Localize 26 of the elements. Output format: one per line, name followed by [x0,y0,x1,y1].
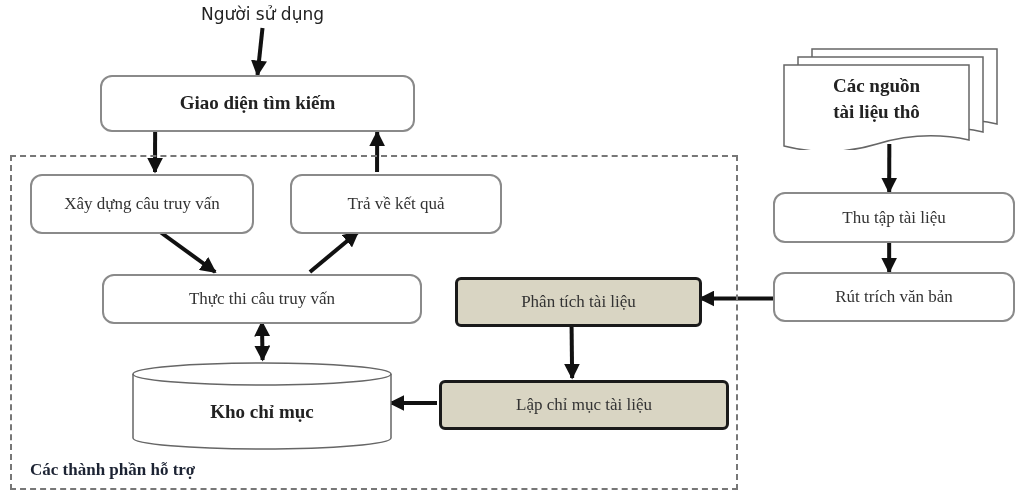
node-text: Giao diện tìm kiếm [179,91,336,116]
node-text: Thu tập tài liệu [842,206,946,229]
process-box [102,274,422,324]
node-text: Lập chỉ mục tài liệu [516,394,652,416]
arrow [251,27,267,77]
arrow [881,243,898,274]
process-box [773,192,1015,243]
node-text: Trả về kết quả [347,193,445,215]
process-box [30,174,254,234]
node-text: Kho chỉ mục [210,399,314,424]
group-heading: Các thành phần hỗ trợ [30,458,196,481]
search-interface-box [100,75,415,132]
node-text: Người sử dụng [201,3,324,27]
dashed-group-border [10,155,738,490]
process-box [773,272,1015,322]
process-box [290,174,502,234]
node-text: Rút trích văn bản [835,286,953,308]
arrow [147,132,164,174]
node-text: Phân tích tài liệu [521,291,636,313]
arrow [881,144,898,194]
arrow [369,130,386,172]
node-text: Các nguồn tài liệu thô [831,74,922,124]
node-text: Thực thi câu truy vấn [188,288,336,310]
node-text: Xây dựng câu truy vấn [64,193,220,215]
process-box [455,277,702,327]
process-box [439,380,729,430]
